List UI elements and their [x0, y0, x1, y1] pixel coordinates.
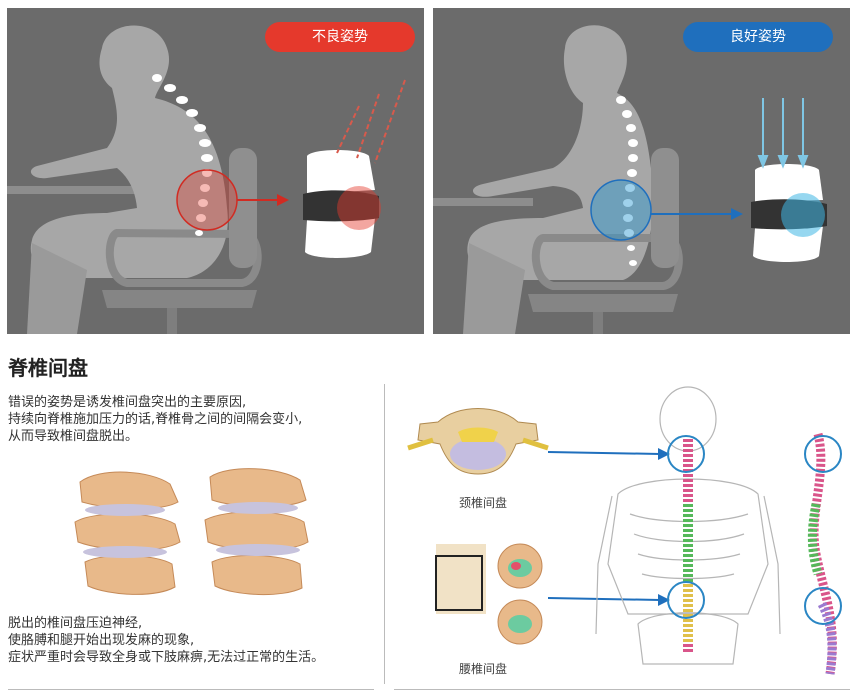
bad-posture-illustration: 不良姿势	[7, 8, 424, 334]
good-posture-illustration: 良好姿势	[433, 8, 850, 334]
column-divider	[384, 384, 385, 684]
side-lumbar-circle	[804, 587, 842, 625]
lumbar-vertebra-icons	[497, 543, 543, 645]
side-cervical-circle	[804, 435, 842, 473]
outro-line: 使胳膊和腿开始出现发麻的现象,	[8, 633, 195, 648]
bad-posture-badge: 不良姿势	[265, 22, 415, 52]
good-support-circle	[590, 179, 652, 241]
section-title: 脊椎间盘	[8, 356, 88, 380]
lumbar-focus-box	[435, 555, 483, 611]
spine-side-view	[807, 432, 837, 675]
intro-line: 从而导致椎间盘脱出。	[8, 429, 139, 444]
spine-dots	[152, 74, 213, 236]
intro-line: 持续向脊椎施加压力的话,脊椎骨之间的间隔会变小,	[8, 412, 303, 427]
outro-paragraph: 脱出的椎间盘压迫神经, 使胳膊和腿开始出现发麻的现象, 症状严重时会导致全身或下…	[8, 615, 383, 666]
bottom-rule-right	[394, 689, 850, 690]
bad-pressure-circle	[176, 169, 238, 231]
good-disc-icon	[751, 164, 827, 262]
spine-anatomy-figure	[407, 386, 842, 675]
cervical-highlight-circle	[667, 435, 705, 473]
bottom-rule-left	[8, 689, 374, 690]
good-posture-badge: 良好姿势	[683, 22, 833, 52]
outro-line: 脱出的椎间盘压迫神经,	[8, 616, 143, 631]
bad-disc-icon	[303, 150, 381, 258]
bad-posture-drawing	[7, 25, 406, 334]
herniated-vertebrae-illustration	[74, 468, 309, 595]
intro-line: 错误的姿势是诱发椎间盘突出的主要原因,	[8, 395, 247, 410]
lumbar-disc-label: 腰椎间盘	[459, 662, 508, 676]
intro-paragraph: 错误的姿势是诱发椎间盘突出的主要原因, 持续向脊椎施加压力的话,脊椎骨之间的间隔…	[8, 394, 378, 445]
spine-dots-good	[616, 96, 638, 266]
cervical-disc-label: 颈椎间盘	[459, 496, 508, 510]
cervical-vertebra-icon	[407, 408, 549, 475]
outro-line: 症状严重时会导致全身或下肢麻痹,无法过正常的生活。	[8, 650, 325, 665]
good-posture-drawing	[433, 25, 827, 334]
lumbar-highlight-circle	[667, 581, 705, 619]
